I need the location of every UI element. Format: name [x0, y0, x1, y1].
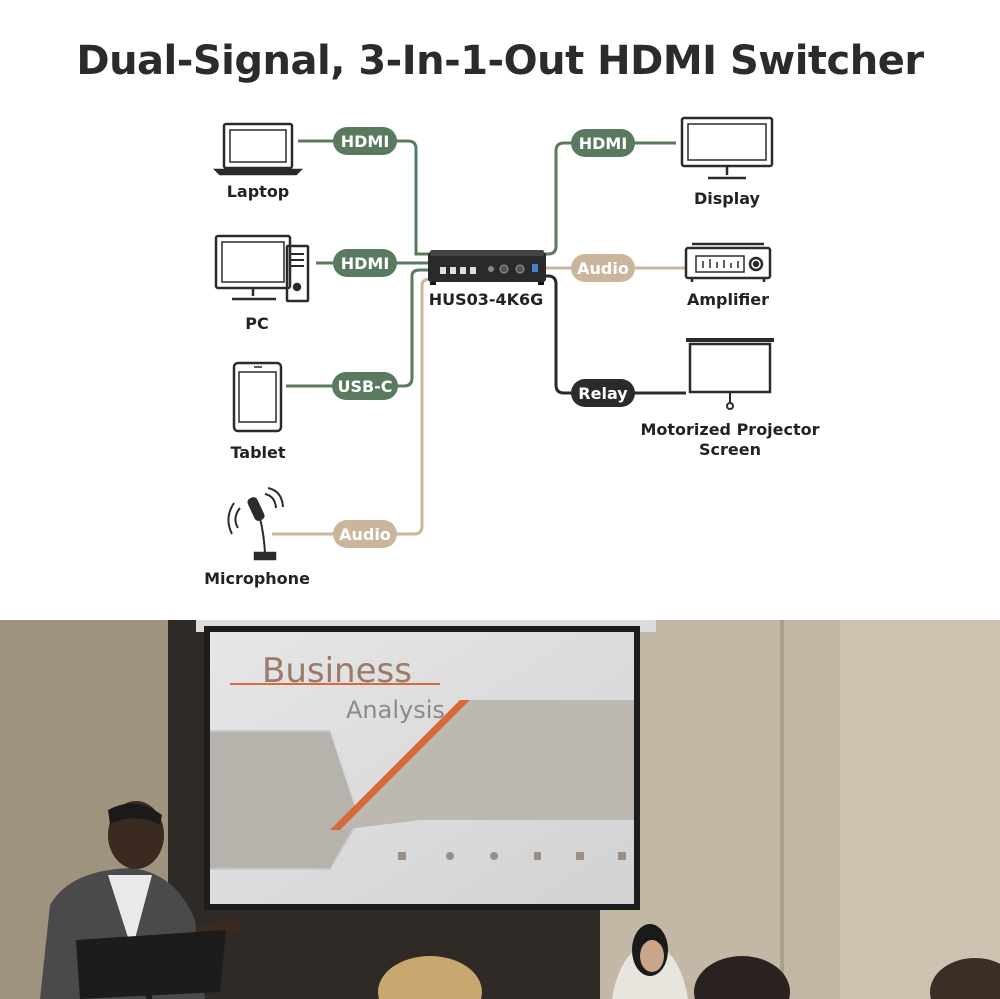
laptop-hdmi-pill: HDMI — [333, 127, 397, 155]
projector-connector-label: Relay — [578, 384, 628, 403]
amplifier-icon — [684, 242, 772, 282]
laptop-icon — [212, 122, 304, 176]
display-label: Display — [694, 189, 761, 208]
tablet-usbc-pill: USB-C — [332, 372, 398, 400]
pc-connector-label: HDMI — [341, 254, 390, 273]
tablet-icon — [232, 361, 283, 433]
slide-title: Business — [262, 651, 412, 691]
microphone-icon — [227, 487, 284, 561]
display-connector-label: HDMI — [579, 134, 628, 153]
conference-room-photo: Business Analysis — [0, 620, 1000, 999]
pc-label: PC — [245, 314, 268, 333]
connection-diagram: HDMI HDMI USB-C Audio HDMI Audio Relay — [204, 116, 820, 588]
desktop-pc-icon — [214, 234, 310, 303]
tablet-usbc-line — [286, 268, 430, 388]
microphone-audio-pill: Audio — [333, 520, 397, 548]
projector-label-line1: Motorized Projector — [640, 420, 819, 439]
pc-hdmi-pill: HDMI — [333, 249, 397, 277]
conference-room-illustration: Business Analysis — [0, 620, 1000, 999]
microphone-label: Microphone — [204, 569, 310, 588]
amplifier-label: Amplifier — [687, 290, 769, 309]
display-hdmi-pill: HDMI — [571, 129, 635, 157]
audience-head — [378, 956, 482, 999]
laptop-label: Laptop — [227, 182, 290, 201]
audience-woman — [612, 924, 688, 999]
tablet-connector-label: USB-C — [337, 377, 392, 396]
amplifier-connector-label: Audio — [577, 259, 629, 278]
monitor-icon — [680, 116, 774, 180]
hdmi-switcher-device — [428, 250, 546, 285]
projector-relay-line — [545, 274, 686, 395]
page-title: Dual-Signal, 3-In-1-Out HDMI Switcher — [76, 38, 924, 84]
projector-screen-icon — [686, 338, 774, 410]
amplifier-audio-pill: Audio — [571, 254, 635, 282]
music-stand — [76, 930, 226, 999]
slide-subtitle: Analysis — [346, 696, 445, 724]
display-hdmi-line — [545, 141, 676, 256]
laptop-connector-label: HDMI — [341, 132, 390, 151]
audience-head — [930, 958, 1000, 999]
laptop-hdmi-line — [298, 139, 430, 256]
slide-icon-row — [398, 852, 626, 860]
audience-head — [694, 956, 790, 999]
tablet-label: Tablet — [230, 443, 285, 462]
microphone-connector-label: Audio — [339, 525, 391, 544]
projector-label-line2: Screen — [699, 440, 761, 459]
device-label: HUS03-4K6G — [429, 290, 544, 309]
projector-relay-pill: Relay — [571, 379, 635, 407]
microphone-audio-line — [272, 277, 431, 536]
